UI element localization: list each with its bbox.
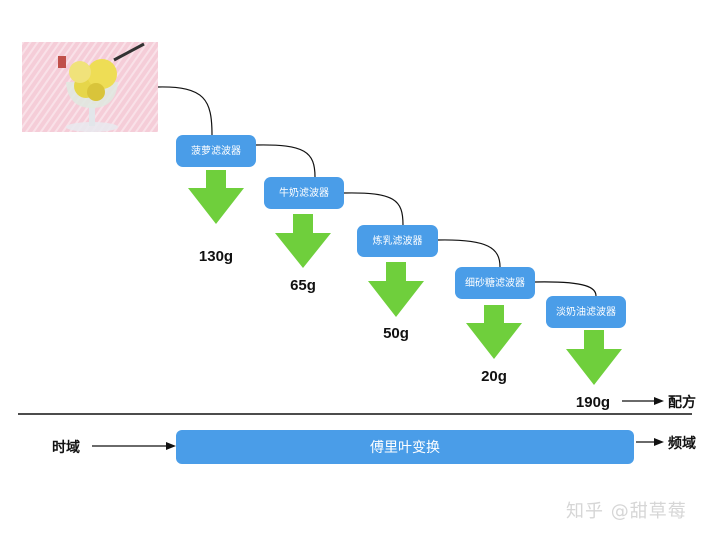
amount-label: 20g bbox=[481, 368, 507, 385]
arrowhead-icon bbox=[654, 438, 664, 446]
recipe-label: 配方 bbox=[668, 395, 696, 411]
down-arrow-icon bbox=[275, 214, 331, 268]
filter-box-milk: 牛奶滤波器 bbox=[264, 177, 344, 209]
filter-box-light-cream: 淡奶油滤波器 bbox=[546, 296, 626, 328]
frequency-domain-label: 频域 bbox=[668, 436, 696, 452]
filter-box-fine-sugar: 细砂糖滤波器 bbox=[455, 267, 535, 299]
connector-curve bbox=[437, 239, 501, 268]
connector-curve bbox=[255, 144, 316, 178]
connector-curve bbox=[343, 192, 404, 226]
amount-label: 190g bbox=[575, 394, 611, 411]
arrowhead-icon bbox=[654, 397, 664, 405]
connector-curve bbox=[157, 86, 213, 136]
amount-label: 50g bbox=[383, 325, 409, 342]
ice-cream-image bbox=[22, 42, 158, 132]
watermark: 知乎 @甜草莓 bbox=[566, 501, 687, 522]
down-arrow-icon bbox=[466, 305, 522, 359]
amount-label: 130g bbox=[198, 248, 234, 265]
arrowhead-icon bbox=[166, 442, 176, 450]
amount-label: 65g bbox=[290, 277, 316, 294]
down-arrow-icon bbox=[188, 170, 244, 224]
down-arrow-icon bbox=[368, 262, 424, 317]
fourier-transform-bar: 傅里叶变换 bbox=[176, 430, 634, 464]
filter-box-condensed-milk: 炼乳滤波器 bbox=[357, 225, 438, 257]
ice-cream-photo bbox=[22, 42, 158, 132]
filter-box-pineapple: 菠萝滤波器 bbox=[176, 135, 256, 167]
fourier-transform-label: 傅里叶变换 bbox=[370, 440, 440, 456]
time-domain-label: 时域 bbox=[52, 440, 80, 456]
connector-curve bbox=[534, 281, 597, 297]
down-arrow-icon bbox=[566, 330, 622, 385]
